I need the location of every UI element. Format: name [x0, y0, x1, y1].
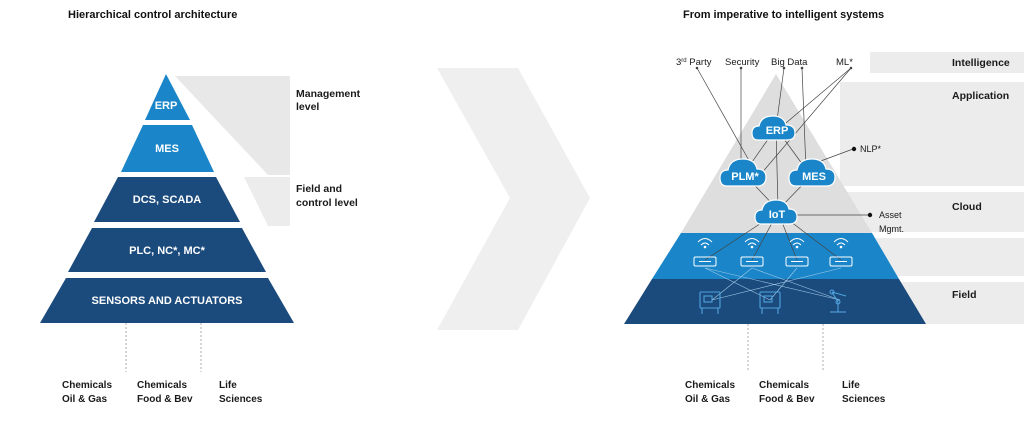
- left-industry-3b: Sciences: [219, 394, 263, 405]
- field-control-band: [244, 177, 290, 226]
- machine-icon: [699, 291, 721, 314]
- machine-icon: [759, 291, 781, 314]
- mes-label: MES: [155, 143, 179, 155]
- field-control-label: Field and: [296, 183, 342, 195]
- erp-label: ERP: [155, 100, 178, 112]
- left-title: Hierarchical control architecture: [68, 9, 237, 21]
- chevron-arrow-icon: [437, 68, 590, 330]
- left-industry-3a: Life: [219, 380, 237, 391]
- cloud-label: Cloud: [952, 201, 982, 213]
- robot-arm-icon: [829, 289, 847, 313]
- right-industry-2a: Chemicals: [759, 380, 809, 391]
- right-industry-1b: Oil & Gas: [685, 394, 730, 405]
- dcs-scada-label: DCS, SCADA: [133, 194, 202, 206]
- left-industry-1a: Chemicals: [62, 380, 112, 391]
- asset-label: Asset: [879, 210, 902, 220]
- big-data-node-2: [800, 66, 804, 70]
- nlp-label: NLP*: [860, 144, 882, 154]
- ml-node: [849, 66, 853, 70]
- plm-cloud-icon: PLM*: [719, 158, 767, 187]
- left-industry-2b: Food & Bev: [137, 394, 193, 405]
- field-label: Field: [952, 289, 977, 301]
- field-machines: [699, 289, 847, 314]
- right-industry-2b: Food & Bev: [759, 394, 815, 405]
- sensors-layer: [40, 278, 294, 323]
- plm-cloud-label: PLM*: [731, 171, 759, 183]
- right-industry-1a: Chemicals: [685, 380, 735, 391]
- third-party-node: [695, 66, 699, 70]
- right-industry-3b: Sciences: [842, 394, 886, 405]
- application-band: [840, 82, 1024, 186]
- intelligence-band: [870, 52, 1024, 73]
- big-data-node: [782, 66, 786, 70]
- plc-label: PLC, NC*, MC*: [129, 245, 206, 257]
- iot-cloud-icon: IoT: [754, 199, 798, 225]
- field-machines-band: [624, 279, 926, 324]
- mes-layer: [121, 125, 214, 172]
- nlp-node: [851, 146, 857, 152]
- third-party-label: 3rd Party: [676, 57, 712, 68]
- asset-label-2: Mgmt.: [879, 224, 904, 234]
- dcs-scada-layer: [94, 177, 240, 222]
- field-devices: [693, 238, 853, 267]
- mes-cloud-label: MES: [802, 171, 826, 183]
- wireless-device-icon: [785, 238, 809, 267]
- erp-layer: [145, 74, 190, 120]
- field-mesh-lines: [704, 267, 842, 301]
- left-industry-1b: Oil & Gas: [62, 394, 107, 405]
- plc-layer: [68, 228, 266, 272]
- field-devices-band: [652, 233, 899, 279]
- management-level-label: Management: [296, 88, 361, 100]
- mes-cloud-icon: MES: [788, 158, 836, 187]
- security-node: [739, 66, 743, 70]
- field-control-label-2: control level: [296, 197, 358, 209]
- wireless-device-icon: [740, 238, 764, 267]
- wireless-device-icon: [693, 238, 717, 267]
- erp-cloud-icon: ERP: [751, 115, 796, 141]
- big-data-label: Big Data: [771, 57, 808, 68]
- iot-cloud-label: IoT: [769, 209, 786, 221]
- asset-node: [867, 212, 873, 218]
- management-band: [175, 76, 290, 175]
- application-label: Application: [952, 90, 1009, 102]
- left-industry-2a: Chemicals: [137, 380, 187, 391]
- security-label: Security: [725, 57, 760, 68]
- ml-label: ML*: [836, 57, 853, 68]
- management-level-label-2: level: [296, 101, 319, 113]
- right-industry-3a: Life: [842, 380, 860, 391]
- wireless-device-icon: [829, 238, 853, 267]
- intelligence-label: Intelligence: [952, 57, 1010, 69]
- sensors-label: SENSORS AND ACTUATORS: [92, 295, 243, 307]
- right-title: From imperative to intelligent systems: [683, 9, 884, 21]
- erp-cloud-label: ERP: [766, 125, 789, 137]
